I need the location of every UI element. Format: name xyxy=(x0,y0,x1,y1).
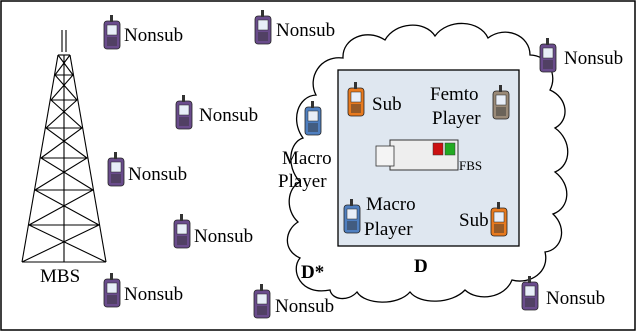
nonsub-label: Nonsub xyxy=(194,226,253,247)
macro-player-label-line1: Macro xyxy=(282,148,332,169)
nonsub-label: Nonsub xyxy=(124,25,183,46)
nonsub-label: Nonsub xyxy=(128,164,187,185)
macro-player-label-line2: Player xyxy=(364,219,413,240)
femto-player-label-line2: Player xyxy=(432,108,481,129)
macro-player-label-line1: Macro xyxy=(366,194,416,215)
nonsub-label: Nonsub xyxy=(124,284,183,305)
sub-label: Sub xyxy=(459,210,489,231)
nonsub-label: Nonsub xyxy=(276,20,335,41)
mbs-tower xyxy=(21,30,107,263)
femto-player-label-line1: Femto xyxy=(430,84,479,105)
nonsub-label: Nonsub xyxy=(199,105,258,126)
mbs-label: MBS xyxy=(40,266,80,287)
fbs-device xyxy=(375,139,459,171)
fbs-green-led xyxy=(444,142,456,156)
nonsub-label: Nonsub xyxy=(546,288,605,309)
nonsub-label: Nonsub xyxy=(275,296,334,317)
region-d-label: D xyxy=(414,256,428,277)
region-d-star-label: D* xyxy=(301,262,324,283)
sub-label: Sub xyxy=(372,94,402,115)
nonsub-label: Nonsub xyxy=(564,48,623,69)
fbs-label: FBS xyxy=(459,158,482,173)
fbs-red-led xyxy=(432,142,444,156)
macro-player-label-line2: Player xyxy=(278,171,327,192)
